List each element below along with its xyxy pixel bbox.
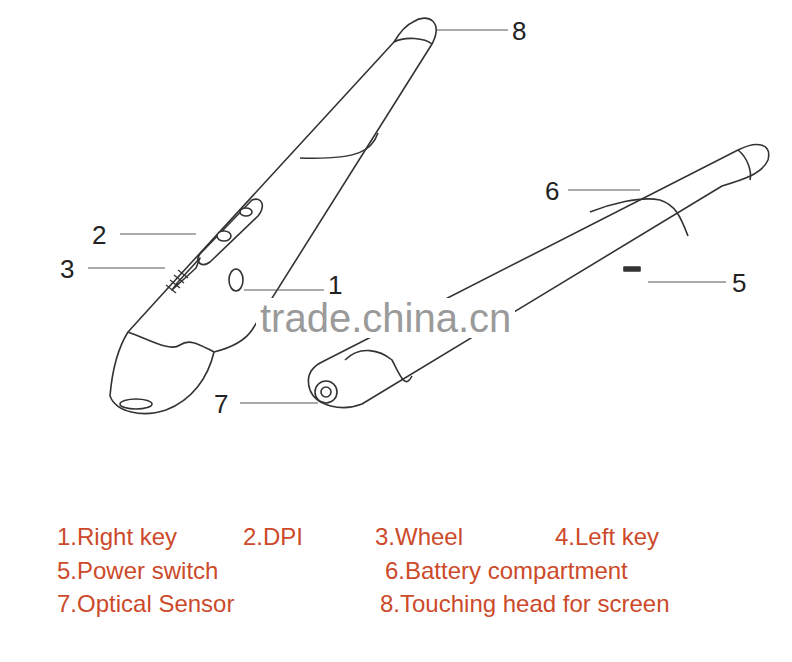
watermark: trade.china.cn (256, 298, 515, 338)
battery-cover-line (590, 199, 688, 236)
pen-tip (394, 38, 432, 44)
pen-body (309, 145, 769, 408)
grip-line (300, 133, 378, 158)
callout-number: 8 (512, 18, 526, 44)
part-name: 6.Battery compartment (385, 559, 628, 583)
part-name: 8.Touching head for screen (380, 592, 670, 616)
part-name: 1.Right key (57, 525, 177, 549)
leader-lines (88, 30, 726, 403)
callout-number: 2 (92, 222, 106, 248)
wheel-ridges (166, 270, 188, 293)
dpi-button (240, 208, 252, 216)
leader-line (437, 30, 508, 31)
button-panel (198, 199, 262, 264)
leader-line (120, 234, 196, 235)
sensor-opening (120, 399, 152, 409)
callout-number: 5 (732, 270, 746, 296)
power-switch (624, 267, 640, 271)
part-name: 2.DPI (243, 525, 303, 549)
optical-sensor-lens (321, 387, 331, 397)
left-key (217, 231, 231, 241)
part-name: 5.Power switch (57, 559, 218, 583)
pen-tip (738, 150, 751, 180)
callout-number: 3 (60, 256, 74, 282)
leader-line (648, 282, 726, 283)
leader-line (244, 290, 324, 291)
right-key (229, 269, 243, 291)
callout-number: 1 (328, 272, 342, 298)
nose-line (128, 332, 214, 352)
leader-line (240, 403, 318, 404)
part-name: 3.Wheel (375, 525, 463, 549)
callout-number: 6 (545, 178, 559, 204)
callout-number: 7 (214, 391, 228, 417)
part-name: 7.Optical Sensor (57, 592, 234, 616)
optical-sensor (315, 381, 337, 403)
leader-line (568, 190, 640, 191)
nose-line (345, 351, 412, 382)
leader-line (88, 268, 165, 269)
part-name: 4.Left key (555, 525, 659, 549)
